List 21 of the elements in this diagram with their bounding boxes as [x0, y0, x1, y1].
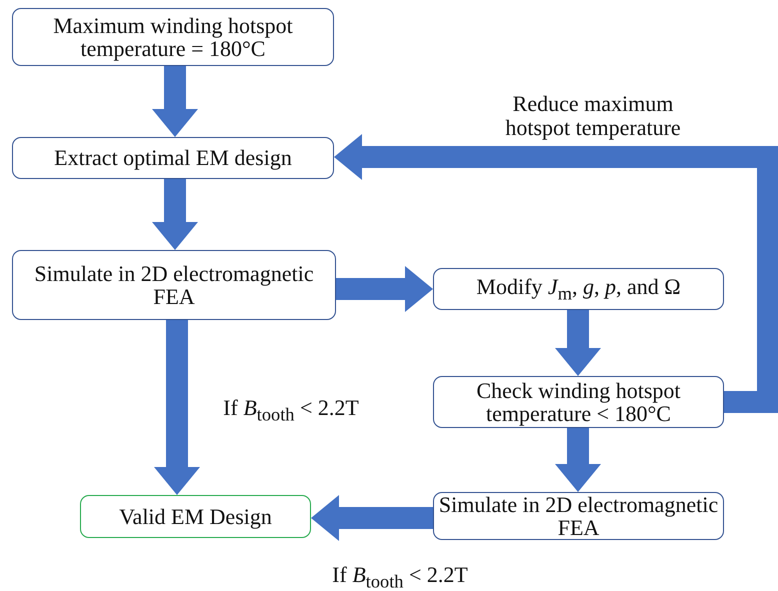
block-arrow: [334, 134, 778, 413]
node-text: Modify J$_{m}$, g, p, and Ω: [476, 274, 681, 304]
process-box: [433, 376, 724, 428]
result-box: [80, 495, 311, 538]
node-text: Maximum winding hotspot temperature = 180°C: [52, 14, 294, 60]
node-text: Extract optimal EM design: [54, 146, 292, 170]
process-box: [12, 8, 334, 66]
node-text: Simulate in 2D electromagnetic FEA: [33, 262, 315, 308]
process-box: [433, 268, 724, 310]
node-text: Check winding hotspot temperature < 180°C: [475, 378, 682, 426]
block-arrow: [154, 320, 200, 495]
block-arrow: [152, 66, 198, 137]
block-arrow: [311, 495, 433, 541]
node-text: Simulate in 2D electromagnetic FEA: [438, 492, 720, 540]
block-arrow: [555, 310, 601, 376]
block-arrow: [152, 179, 198, 250]
block-arrow: [336, 266, 433, 312]
process-box: [12, 250, 336, 320]
node-text: Valid EM Design: [119, 504, 272, 528]
process-box: [12, 137, 334, 179]
block-arrow: [555, 428, 601, 492]
